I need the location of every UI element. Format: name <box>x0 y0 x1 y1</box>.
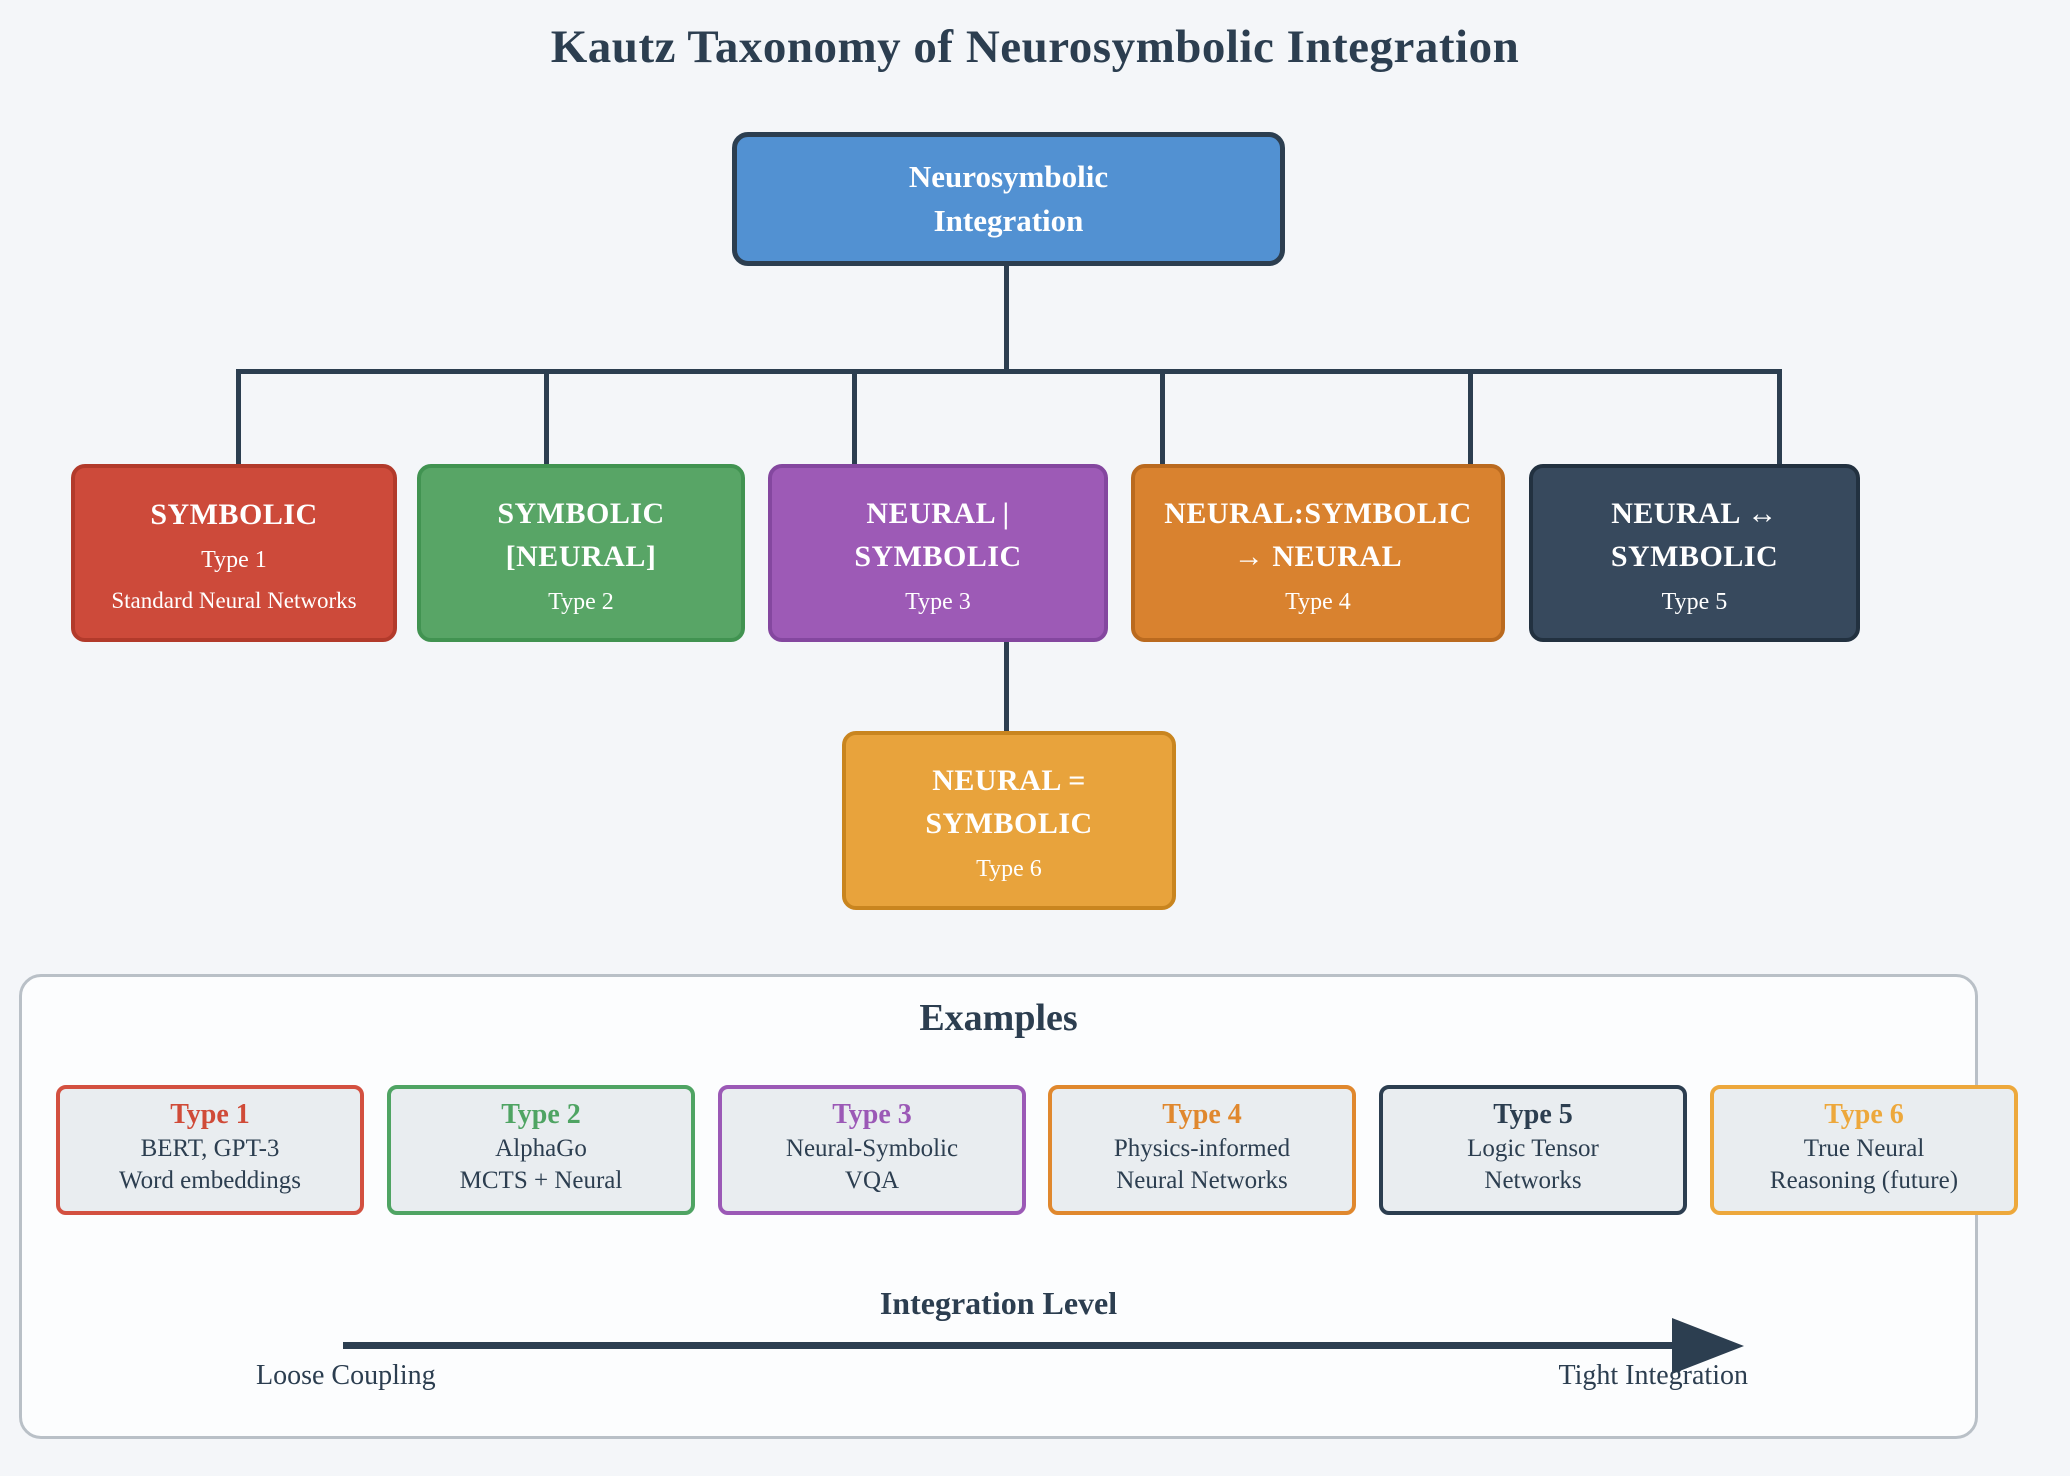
example-card-type3: Type 3 Neural-Symbolic VQA <box>718 1085 1026 1215</box>
node-type5-neural-bidirectional-symbolic: NEURAL ↔ SYMBOLIC Type 5 <box>1529 464 1860 642</box>
axis-label-tight-integration: Tight Integration <box>1558 1360 1748 1391</box>
node-type3-title-line2: SYMBOLIC <box>854 539 1022 573</box>
example-card-type3-line1: Neural-Symbolic <box>785 1135 959 1162</box>
example-card-type3-line2: VQA <box>844 1167 900 1194</box>
example-card-type5-line1: Logic Tensor <box>1467 1135 1599 1162</box>
root-node-line2: Integration <box>933 203 1084 238</box>
node-type2-title-line1: SYMBOLIC <box>497 496 665 530</box>
connector-drop-1 <box>236 374 241 464</box>
integration-axis-arrowhead-icon <box>1672 1318 1744 1374</box>
node-type6-neural-equals-symbolic: NEURAL = SYMBOLIC Type 6 <box>842 731 1176 910</box>
connector-root-drop <box>1004 264 1009 371</box>
integration-axis-line <box>343 1342 1680 1349</box>
example-card-type3-title: Type 3 <box>832 1099 912 1130</box>
example-card-type2-line1: AlphaGo <box>495 1135 587 1162</box>
page-title: Kautz Taxonomy of Neurosymbolic Integrat… <box>550 21 1520 73</box>
example-card-type5: Type 5 Logic Tensor Networks <box>1379 1085 1687 1215</box>
example-card-type2-title: Type 2 <box>501 1099 581 1130</box>
connector-drop-2 <box>544 374 549 464</box>
node-type1-symbolic: SYMBOLIC Type 1 Standard Neural Networks <box>71 464 397 642</box>
example-card-type2-line2: MCTS + Neural <box>459 1167 623 1194</box>
node-type1-label: Type 1 <box>201 547 267 573</box>
connector-drop-4 <box>1160 374 1165 464</box>
node-type5-title-line1: NEURAL ↔ <box>1611 496 1778 530</box>
node-type3-label: Type 3 <box>905 588 971 615</box>
connector-drop-6 <box>1777 374 1782 464</box>
example-card-type4-title: Type 4 <box>1162 1099 1242 1130</box>
integration-axis-title: Integration Level <box>879 1285 1118 1321</box>
example-card-type4-line1: Physics-informed <box>1113 1135 1291 1162</box>
node-type6-title-line1: NEURAL = <box>932 764 1086 797</box>
node-type4-label: Type 4 <box>1285 588 1351 615</box>
example-card-type6-line1: True Neural <box>1803 1135 1925 1162</box>
example-card-type1-line1: BERT, GPT-3 <box>140 1135 280 1162</box>
example-card-type1: Type 1 BERT, GPT-3 Word embeddings <box>56 1085 364 1215</box>
node-type2-symbolic-neural: SYMBOLIC [NEURAL] Type 2 <box>417 464 745 642</box>
root-node-neurosymbolic-integration: Neurosymbolic Integration <box>732 132 1285 266</box>
example-card-type5-line2: Networks <box>1484 1167 1582 1194</box>
node-type1-subtitle: Standard Neural Networks <box>111 588 357 613</box>
node-type4-neural-symbolic-to-neural: NEURAL:SYMBOLIC → NEURAL Type 4 <box>1131 464 1505 642</box>
node-type4-title-line1: NEURAL:SYMBOLIC <box>1164 496 1472 530</box>
example-card-type1-title: Type 1 <box>170 1099 250 1130</box>
node-type2-label: Type 2 <box>548 588 614 615</box>
axis-label-loose-coupling: Loose Coupling <box>256 1360 436 1391</box>
node-type6-title-line2: SYMBOLIC <box>925 807 1093 840</box>
example-card-type4: Type 4 Physics-informed Neural Networks <box>1048 1085 1356 1215</box>
root-node-line1: Neurosymbolic <box>908 159 1109 194</box>
node-type3-title-line1: NEURAL | <box>866 496 1010 530</box>
node-type3-neural-pipe-symbolic: NEURAL | SYMBOLIC Type 3 <box>768 464 1108 642</box>
example-card-type6-title: Type 6 <box>1824 1099 1904 1130</box>
example-card-type5-title: Type 5 <box>1493 1099 1573 1130</box>
examples-heading: Examples <box>919 997 1078 1039</box>
connector-branch-line <box>236 369 1782 374</box>
node-type4-title-line2: → NEURAL <box>1233 539 1403 573</box>
connector-type6-drop <box>1004 642 1009 731</box>
connector-drop-5 <box>1468 374 1473 464</box>
example-card-type6: Type 6 True Neural Reasoning (future) <box>1710 1085 2018 1215</box>
connector-drop-3 <box>852 374 857 464</box>
node-type2-title-line2: [NEURAL] <box>505 539 657 573</box>
node-type5-label: Type 5 <box>1661 588 1728 615</box>
example-card-type2: Type 2 AlphaGo MCTS + Neural <box>387 1085 695 1215</box>
node-type1-title: SYMBOLIC <box>150 498 318 531</box>
example-card-type4-line2: Neural Networks <box>1116 1167 1288 1194</box>
node-type6-label: Type 6 <box>976 856 1042 882</box>
example-card-type1-line2: Word embeddings <box>119 1167 301 1194</box>
node-type5-title-line2: SYMBOLIC <box>1610 539 1779 573</box>
example-card-type6-line2: Reasoning (future) <box>1769 1167 1959 1194</box>
